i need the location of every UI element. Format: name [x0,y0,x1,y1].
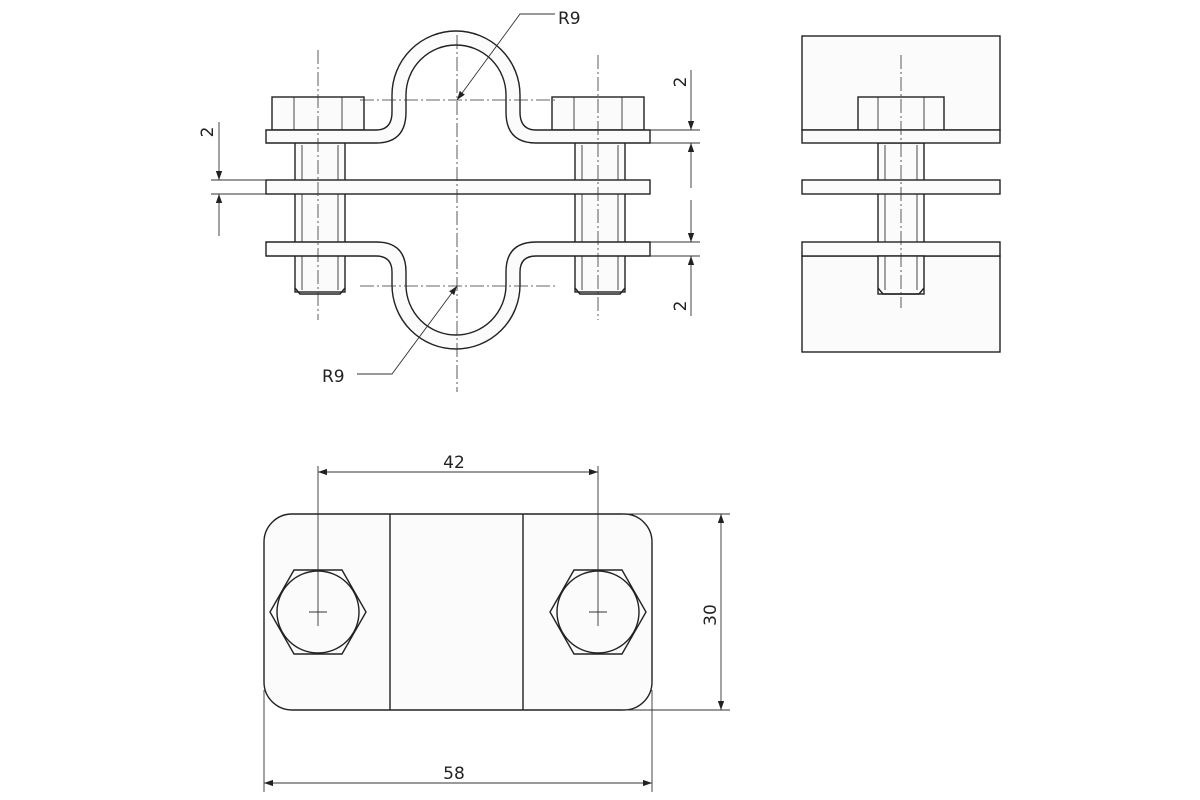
dim-label-right-bottom-gap: 2 [671,301,691,312]
dim-label-plate-width: 30 [701,604,721,626]
dim-label-right-top-gap: 2 [671,77,691,88]
dim-label-plate-length: 58 [443,764,465,784]
dim-label-left-gap: 2 [198,127,218,138]
top-plate-outline [263,513,653,711]
top-view: 42 30 58 [263,453,730,792]
radius-label-bottom: R9 [322,367,345,387]
radius-label-top: R9 [558,9,581,29]
bottom-clamp-strap [265,241,651,350]
side-view [801,35,1001,353]
radius-leader-bottom [357,285,458,375]
radius-leader-top [456,13,555,101]
top-clamp-strap [265,30,651,144]
middle-plate [265,179,651,195]
front-view: R9 R9 2 2 2 [198,9,700,392]
left-bolt-shank [294,141,346,293]
right-bolt-shank [574,141,626,293]
dim-label-bolt-spacing: 42 [443,453,465,473]
